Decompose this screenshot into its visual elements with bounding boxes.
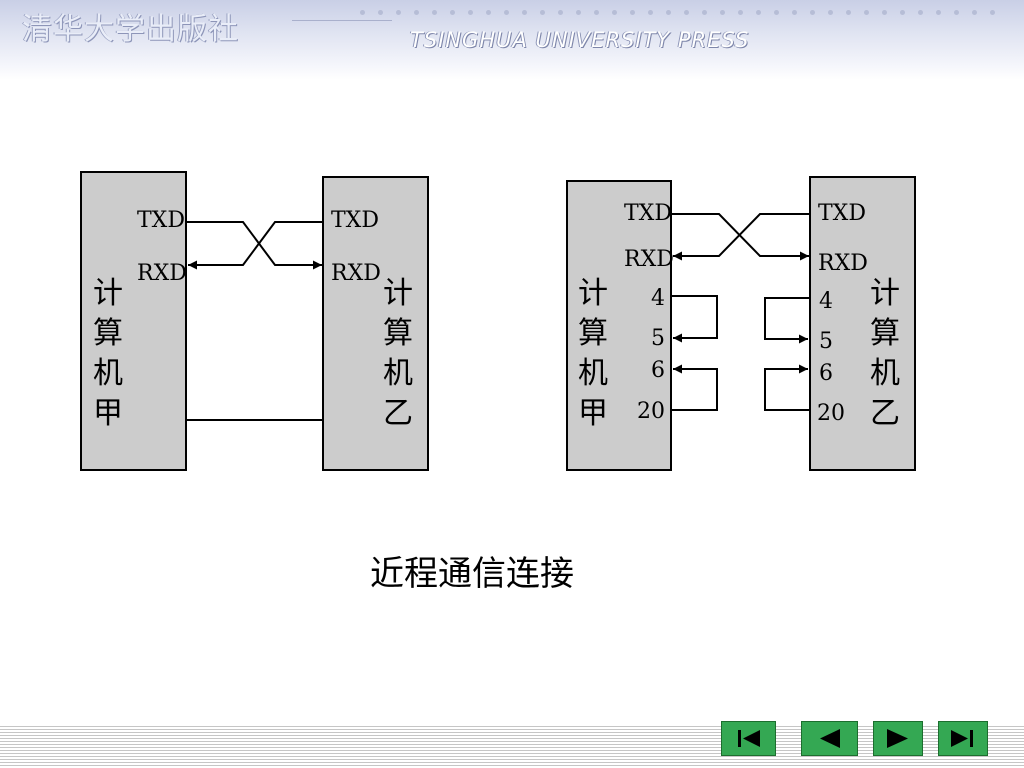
computer-b-char-3: 机 [383,356,413,391]
header-rule [292,20,392,21]
computer-b-box [322,176,429,471]
computer-b-box [809,176,916,471]
handshake-connection-diagram: TXD RXD 4 5 6 20 TXD RXD 4 5 6 20 计 算 机 … [566,176,916,471]
simple-connection-diagram: TXD RXD TXD RXD 计 算 机 甲 计 算 机 乙 [80,171,429,471]
computer-a-char-4: 甲 [578,396,608,431]
computer-b-char-2: 算 [870,316,900,351]
wire-txd-a-to-rxd-b [187,221,322,270]
computer-a-char-3: 机 [578,356,608,391]
computer-a-char-1: 计 [578,276,608,311]
next-page-icon [887,729,908,748]
header-dot [522,10,527,15]
pin-6-a: 6 [651,358,665,383]
header-dot [810,10,815,15]
computer-b-char-1: 计 [383,276,413,311]
header-dot [828,10,833,15]
pin-txd-b: TXD [331,208,379,233]
first-page-icon [738,730,760,747]
computer-b-char-4: 乙 [383,396,413,431]
header-dot [918,10,923,15]
header-dot [666,10,671,15]
pin-rxd-b: RXD [818,251,868,276]
pin-6-b: 6 [819,361,833,386]
header-dot [378,10,383,15]
computer-a-box [80,171,187,471]
pin-rxd-a: RXD [137,261,187,286]
pin-5-a: 5 [651,326,665,351]
computer-b-char-4: 乙 [870,396,900,431]
pin-rxd-b: RXD [331,261,381,286]
header-dot [468,10,473,15]
header-dot [972,10,977,15]
pin-txd-b: TXD [818,201,866,226]
header-dot [846,10,851,15]
header-dot [486,10,491,15]
header-dot [702,10,707,15]
last-page-icon [951,730,973,747]
wire-txd-b-to-rxd-a [673,213,809,261]
header-dot [990,10,995,15]
computer-a-box [566,180,672,471]
next-page-button[interactable] [873,721,923,756]
header-dot [900,10,905,15]
computer-a-char-2: 算 [578,316,608,351]
previous-page-icon [820,729,840,748]
diagram-caption: 近程通信连接 [370,554,574,594]
header-dot [396,10,401,15]
header-dot [504,10,509,15]
header-dot [576,10,581,15]
header-dot [738,10,743,15]
header-dot [414,10,419,15]
header-dot [774,10,779,15]
pin-rxd-a: RXD [624,247,674,272]
computer-a-char-3: 机 [93,356,123,391]
slide-header: 清华大学出版社 TSINGHUA UNIVERSITY PRESS [0,0,1024,80]
header-dot [594,10,599,15]
header-dot [648,10,653,15]
computer-a-char-1: 计 [93,276,123,311]
pin-txd-a: TXD [137,208,185,233]
wire-loop-4-5-a [671,295,718,343]
header-dot [558,10,563,15]
header-dot [360,10,365,15]
wire-loop-20-6-b [764,364,810,411]
pin-4-a: 4 [651,286,665,311]
header-dot [540,10,545,15]
header-dot [792,10,797,15]
pin-txd-a: TXD [624,201,672,226]
header-dot [612,10,617,15]
publisher-name-en: TSINGHUA UNIVERSITY PRESS [410,28,750,52]
header-dot [756,10,761,15]
header-dot [432,10,437,15]
header-dot [720,10,725,15]
pin-4-b: 4 [819,289,833,314]
slide-footer [0,724,1024,768]
computer-b-char-1: 计 [870,276,900,311]
pin-20-b: 20 [817,401,845,426]
header-dot [684,10,689,15]
header-dot [936,10,941,15]
computer-a-char-4: 甲 [93,396,123,431]
header-dot [954,10,959,15]
wire-loop-20-6-a [671,364,718,411]
header-dot-row [360,7,1020,19]
pin-20-a: 20 [637,399,665,424]
header-dot [882,10,887,15]
computer-b-char-2: 算 [383,316,413,351]
last-page-button[interactable] [938,721,988,756]
header-dot [864,10,869,15]
wire-loop-4-5-b [764,297,810,344]
header-dot [630,10,635,15]
pin-5-b: 5 [819,329,833,354]
header-dot [450,10,455,15]
wire-txd-b-to-rxd-a [188,221,322,270]
computer-a-char-2: 算 [93,316,123,351]
publisher-name-cn: 清华大学出版社 [22,12,239,47]
computer-b-char-3: 机 [870,356,900,391]
first-page-button[interactable] [721,721,776,756]
previous-page-button[interactable] [801,721,858,756]
